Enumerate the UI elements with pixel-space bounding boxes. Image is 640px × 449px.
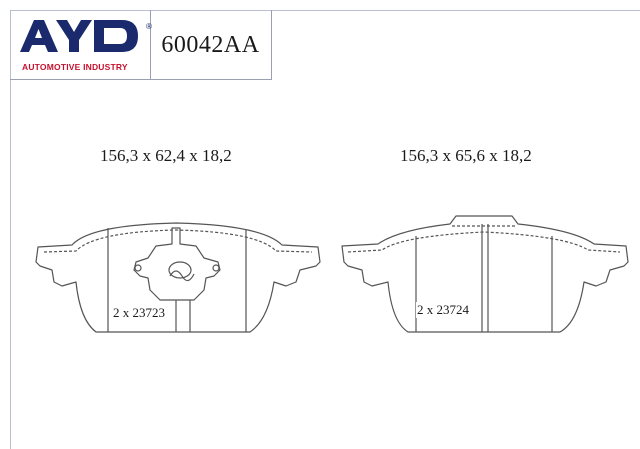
pad-left-clip-hole-2 — [212, 264, 220, 272]
part-number-box: 60042AA — [150, 10, 272, 80]
sheet-border-top — [10, 10, 640, 11]
pad-left-inner-outline — [43, 229, 313, 253]
brand-logo — [20, 20, 138, 52]
registered-mark: ® — [146, 22, 152, 31]
pad-left-reference: 2 x 23723 — [112, 305, 166, 321]
pad-left-clip — [133, 227, 221, 301]
pad-left-clip-hole-1 — [134, 264, 142, 272]
pad-right-reference: 2 x 23724 — [416, 302, 470, 318]
brand-tagline: AUTOMOTIVE INDUSTRY — [22, 62, 128, 72]
sheet-border-left — [10, 10, 11, 449]
pad-left-clip-spring — [169, 270, 195, 282]
pad-left-clip-center — [168, 261, 192, 279]
brand-logo-box: ® AUTOMOTIVE INDUSTRY — [10, 10, 152, 80]
brand-logo-lettering — [20, 20, 138, 52]
pad-left-outline — [35, 222, 321, 333]
pad-right-dimensions: 156,3 x 65,6 x 18,2 — [400, 146, 532, 165]
pad-left-dimensions: 156,3 x 62,4 x 18,2 — [100, 146, 232, 165]
part-number: 60042AA — [161, 32, 260, 58]
pad-left-drawing — [35, 222, 321, 333]
pad-right-drawing — [341, 215, 629, 333]
pad-right-outline — [341, 215, 629, 333]
pad-right-inner-outline — [347, 231, 621, 253]
